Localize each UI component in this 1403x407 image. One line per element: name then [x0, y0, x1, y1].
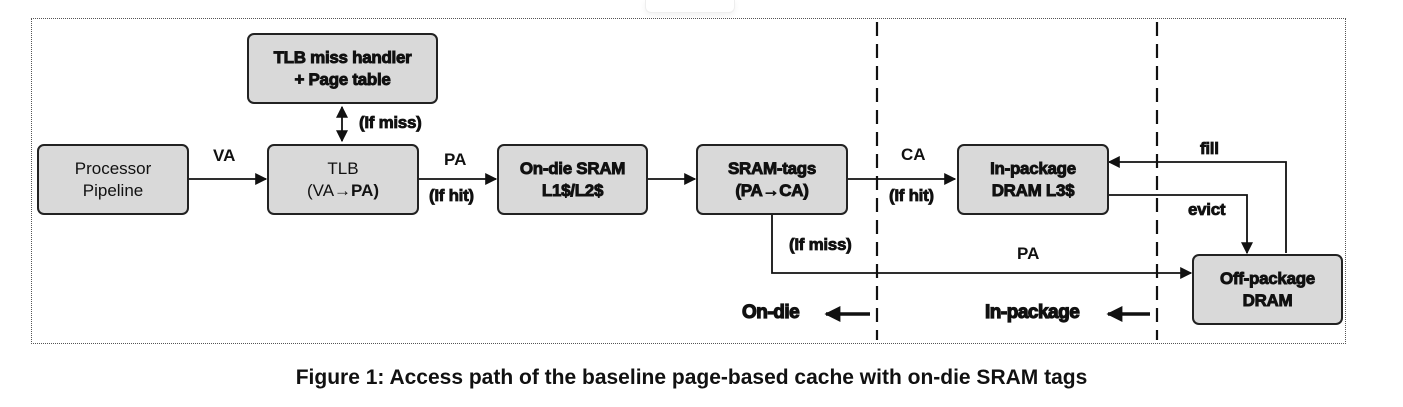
- on-die-sram-box: On-die SRAM L1$/L2$: [497, 144, 648, 215]
- figure-caption: Figure 1: Access path of the baseline pa…: [295, 366, 1088, 389]
- tlb-line2-bold: PA): [351, 180, 380, 200]
- arrow-fill: [1107, 156, 1287, 253]
- off-package-dram-box: Off-package DRAM: [1192, 254, 1343, 325]
- window-tab: [645, 0, 735, 13]
- offpkg-line1: Off-package: [1220, 268, 1316, 288]
- tlb-line1: TLB: [327, 158, 359, 178]
- label-if-miss-bottom: (If miss): [789, 235, 853, 255]
- arrow-pa-miss: [771, 214, 1193, 279]
- diagram-frame: [31, 18, 1346, 344]
- processor-pipeline-box: Processor Pipeline: [37, 144, 189, 215]
- zone-label-in-package: In-package: [984, 301, 1080, 323]
- label-if-hit-2: (If hit): [889, 186, 935, 206]
- offpkg-line2: DRAM: [1242, 290, 1293, 310]
- sram-tags-line2: (PA→CA): [735, 180, 809, 200]
- label-pa-top: PA: [444, 150, 467, 169]
- label-fill: fill: [1200, 139, 1220, 159]
- zone-label-on-die: On-die: [741, 301, 800, 323]
- l3-line2: DRAM L3$: [991, 180, 1075, 200]
- sram-tags-line1: SRAM-tags: [728, 158, 817, 178]
- label-if-miss-top: (If miss): [359, 113, 423, 133]
- in-package-l3-box: In-package DRAM L3$: [957, 144, 1109, 215]
- processor-line1: Processor: [74, 158, 152, 178]
- tlb-box: TLB (VA→PA): [267, 144, 419, 215]
- tlb-miss-line2: + Page table: [294, 69, 391, 89]
- label-pa-bottom: PA: [1017, 244, 1040, 263]
- l3-line1: In-package: [990, 158, 1077, 178]
- arrow-evict: [1109, 194, 1253, 255]
- processor-line2: Pipeline: [82, 180, 144, 200]
- sram-line1: On-die SRAM: [519, 158, 626, 178]
- label-ca: CA: [901, 145, 926, 164]
- label-va: VA: [213, 146, 236, 165]
- label-if-hit-1: (If hit): [429, 186, 475, 206]
- tlb-line2: (VA→PA): [307, 180, 379, 202]
- sram-line2: L1$/L2$: [541, 180, 604, 200]
- label-evict: evict: [1188, 200, 1226, 220]
- tlb-miss-handler-box: TLB miss handler + Page table: [247, 33, 438, 104]
- sram-tags-box: SRAM-tags (PA→CA): [696, 144, 848, 215]
- tlb-line2-prefix: (VA→: [306, 180, 352, 200]
- tlb-miss-line1: TLB miss handler: [273, 47, 412, 67]
